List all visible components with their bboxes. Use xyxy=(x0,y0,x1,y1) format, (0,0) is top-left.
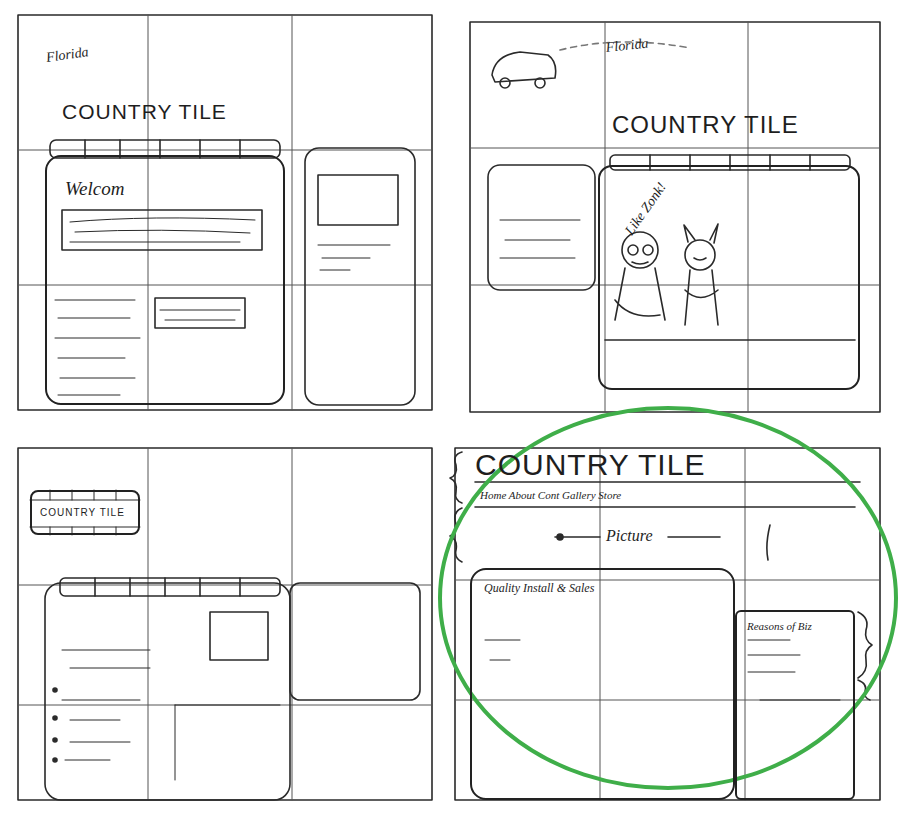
scribble-line xyxy=(500,220,580,258)
box-text: COUNTRY TILE xyxy=(40,507,125,518)
cartoon-glasses xyxy=(628,245,638,255)
desk-line xyxy=(605,339,855,341)
nav-tab xyxy=(95,578,240,596)
scribble-line xyxy=(485,640,520,660)
cartoon-head xyxy=(685,240,715,270)
cartoon-ears xyxy=(684,224,718,243)
box-text: Quality Install & Sales xyxy=(484,582,594,595)
scribble-line xyxy=(55,300,140,395)
grid-line xyxy=(470,22,880,412)
scribble-line xyxy=(748,640,840,700)
content-box xyxy=(45,583,290,800)
cartoon-body xyxy=(685,258,718,325)
bullet-dot xyxy=(53,688,57,692)
motion-trail xyxy=(560,42,690,50)
nav-bar xyxy=(60,578,280,596)
logo-text: COUNTRY TILE xyxy=(612,112,799,138)
highlight-ellipse xyxy=(440,408,896,788)
scribble-line xyxy=(70,218,255,242)
grid-line xyxy=(455,448,880,800)
bullet-dot xyxy=(53,716,57,720)
content-block xyxy=(62,210,262,250)
sidebar-box xyxy=(305,148,415,405)
sketch-note: Picture xyxy=(606,527,653,545)
scribble-line xyxy=(62,650,280,780)
panel-frame xyxy=(470,22,880,412)
curly-brace xyxy=(450,452,462,503)
box-text: Welcom xyxy=(65,179,124,200)
logo-tile-grid xyxy=(30,490,140,535)
truck-wheel xyxy=(500,78,510,88)
sketch-note: Home About Cont Gallery Store xyxy=(480,489,621,501)
wireframe-box: Like Zonk! xyxy=(598,165,860,390)
bullet-dot xyxy=(53,738,57,742)
box-text: Reasons of Biz xyxy=(747,620,812,632)
nav-bar xyxy=(610,155,850,170)
picture-dot xyxy=(557,534,563,540)
sketch-group xyxy=(18,15,880,800)
wireframe-box: Reasons of Biz xyxy=(735,610,855,800)
nav-tab xyxy=(85,140,240,158)
rule-line xyxy=(475,482,860,507)
cartoon-head xyxy=(622,232,658,268)
wireframe-box: Welcom xyxy=(45,155,285,405)
content-block xyxy=(155,298,245,328)
image-block xyxy=(210,612,268,660)
grid-line xyxy=(18,448,432,800)
nav-bar xyxy=(50,140,280,158)
panel-frame xyxy=(18,15,432,410)
cartoon-body xyxy=(615,262,665,320)
cartoon-glasses xyxy=(643,245,653,255)
truck-wheel xyxy=(535,78,545,88)
bullet-dot xyxy=(53,758,57,762)
scribble-line xyxy=(318,245,390,270)
panel-frame xyxy=(18,448,432,800)
scribble-line xyxy=(160,310,240,320)
sketch-note: Florida xyxy=(605,36,649,56)
logo-text: COUNTRY TILE xyxy=(62,100,227,123)
grid-line xyxy=(18,15,432,410)
nav-tab xyxy=(650,155,810,170)
sketch-note: Florida xyxy=(45,44,90,65)
truck-doodle xyxy=(492,52,556,82)
logo-text: COUNTRY TILE xyxy=(475,448,705,481)
curly-brace xyxy=(858,612,872,678)
side-box xyxy=(290,583,420,700)
panel-frame xyxy=(455,448,880,800)
picture-dash xyxy=(555,525,770,560)
sidebar-box xyxy=(488,165,595,290)
wireframe-box: Quality Install & Sales xyxy=(470,568,735,800)
image-block xyxy=(318,175,398,225)
wireframe-box: COUNTRY TILE xyxy=(30,490,140,535)
box-text: Like Zonk! xyxy=(622,180,669,238)
